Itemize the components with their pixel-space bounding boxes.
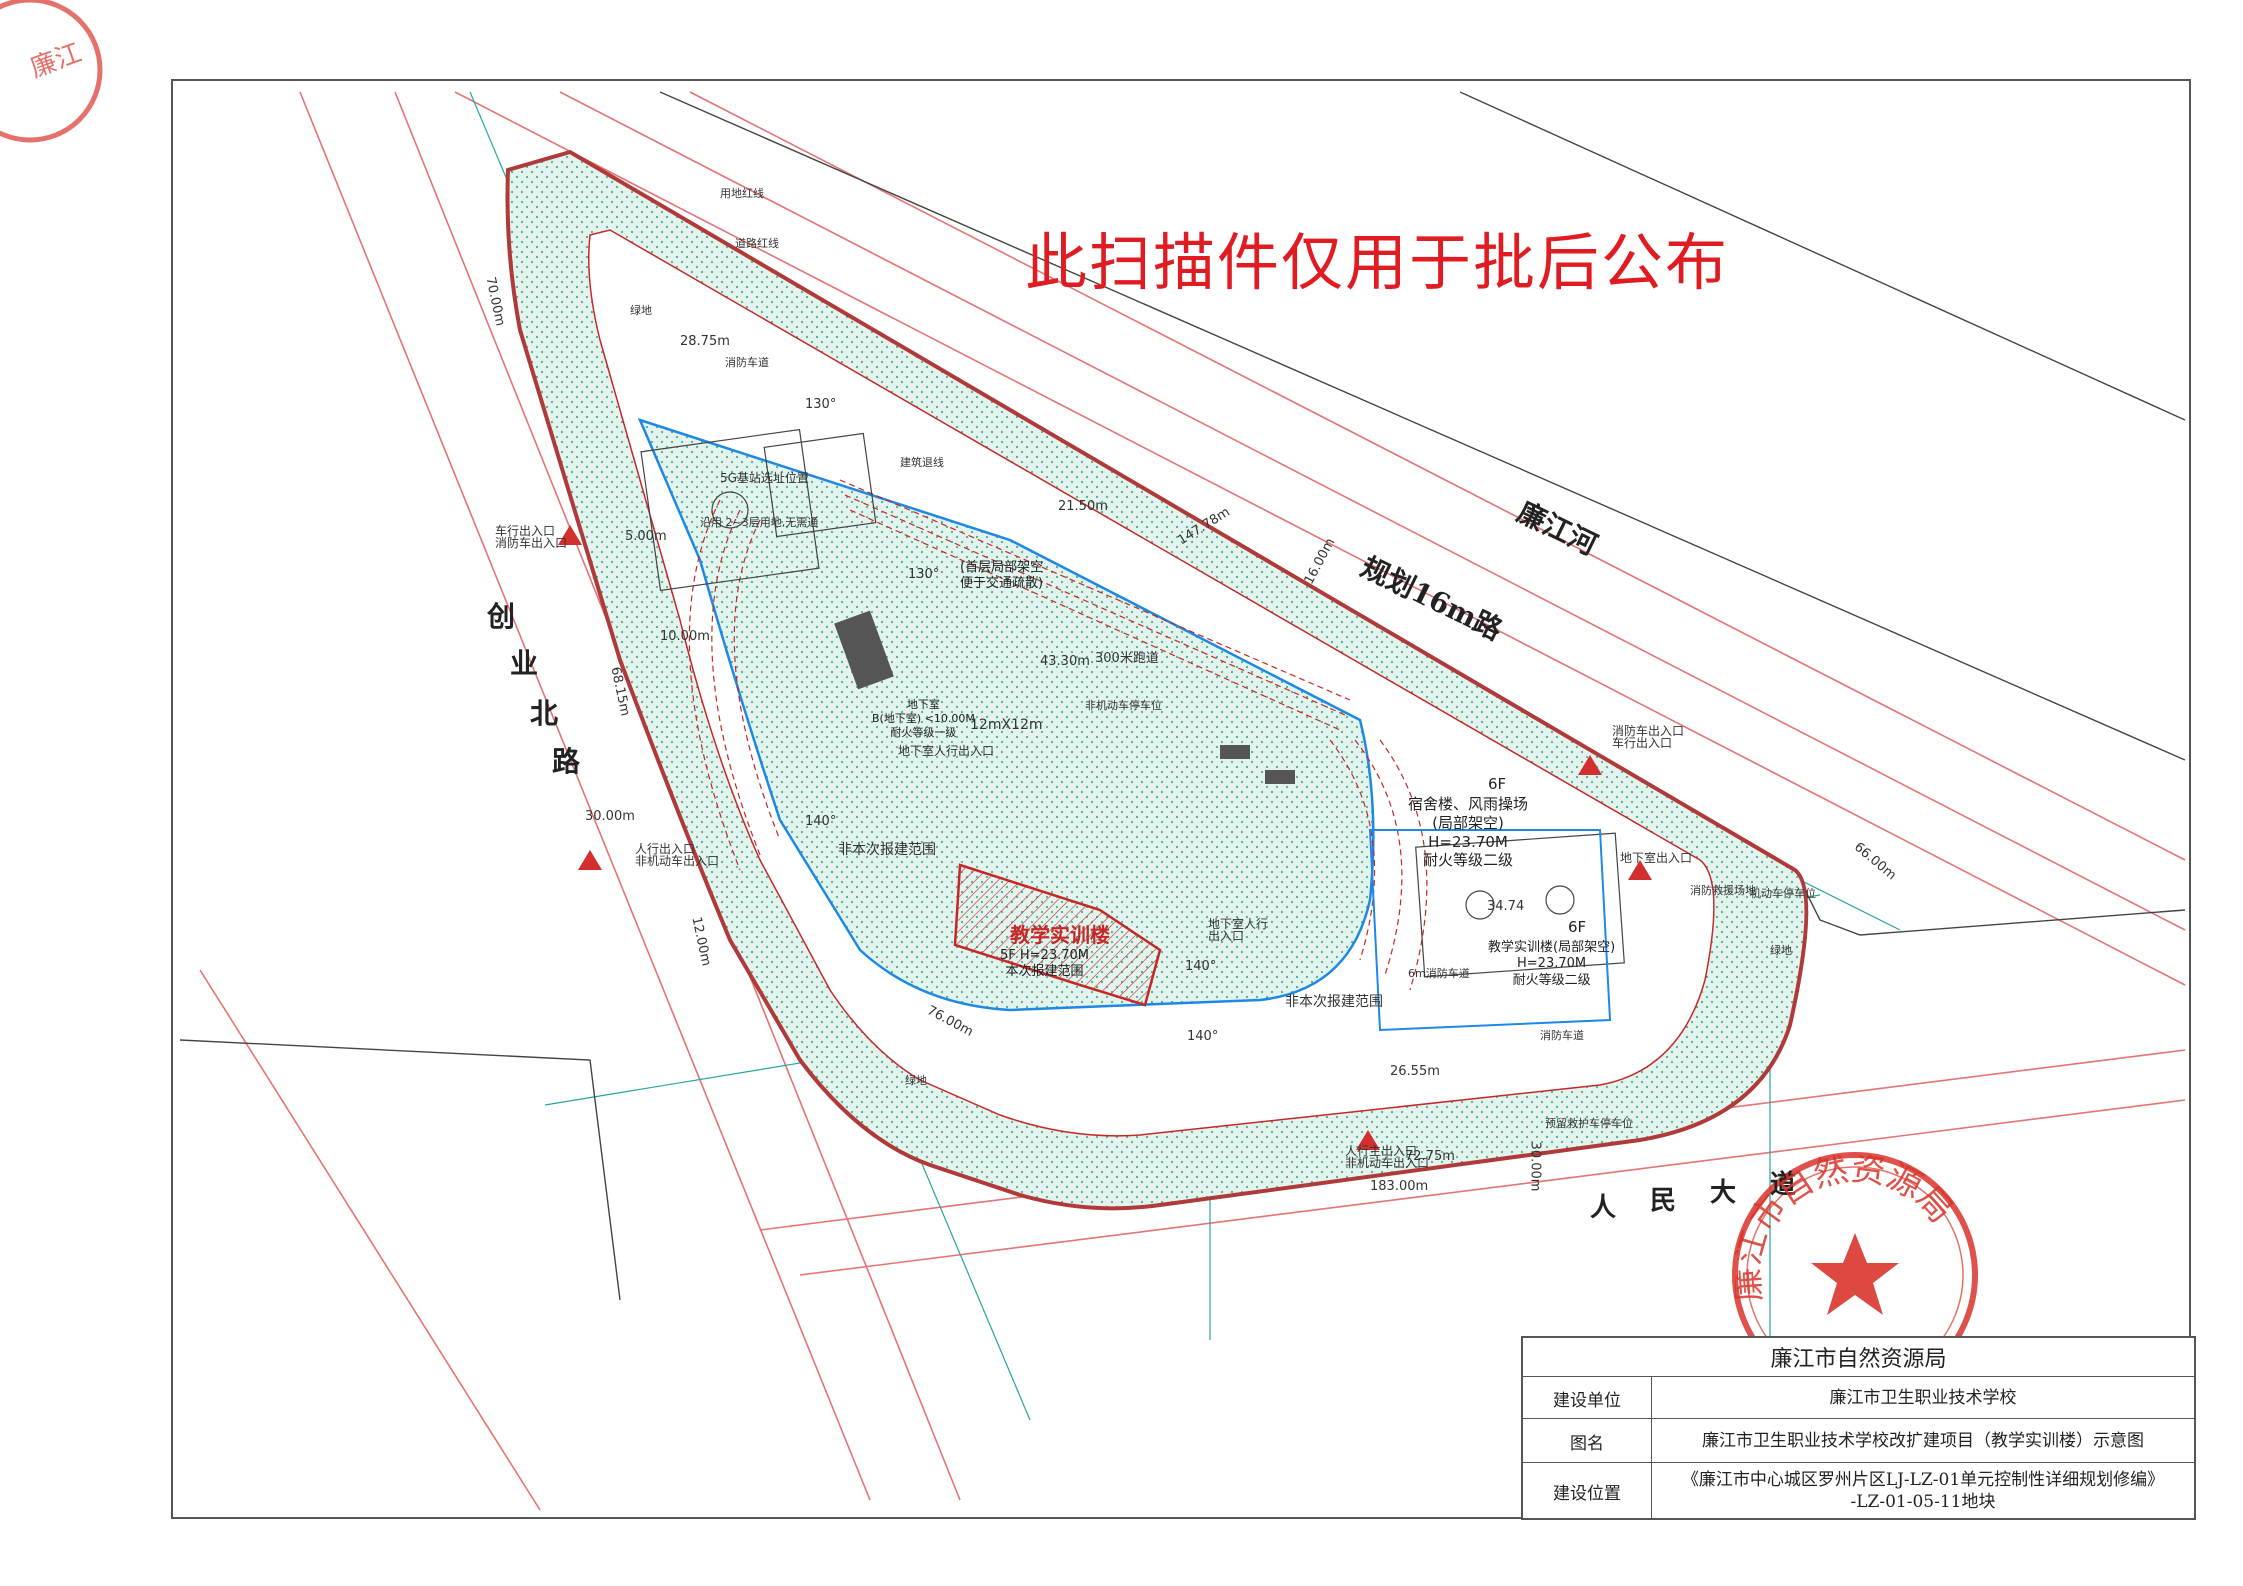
basketball-courts (640, 428, 1625, 978)
annotation-fire-lane-s: 消防车道 (1540, 1029, 1584, 1042)
dim-26: 26.55m (1390, 1064, 1440, 1079)
dim-10: 10.00m (660, 629, 710, 644)
title-row-drawing: 图名 廉江市卫生职业技术学校改扩建项目（教学实训楼）示意图 (1523, 1418, 2194, 1463)
entrance-underground: 地下室人行出入口 (898, 744, 995, 758)
angle-3: 140° (805, 814, 837, 829)
dim-21: 21.50m (1058, 499, 1108, 514)
annotation-green-e: 绿地 (1770, 944, 1792, 957)
annotation-redline: 用地红线 (720, 187, 764, 200)
title-row-drawing-value: 廉江市卫生职业技术学校改扩建项目（教学实训楼）示意图 (1702, 1430, 2144, 1451)
bleachers (834, 610, 1295, 784)
arcade-note: (首层局部架空 便于交通疏散) (960, 560, 1044, 592)
dorm-title: 6F (1488, 775, 1507, 793)
track-label: 300米跑道 (1095, 651, 1159, 666)
annotation-5g: 5G基站选址位置 (720, 471, 809, 485)
stamp-text: 廉江市自然资源局 (1735, 1155, 1961, 1303)
annotation-ambulance: 预留救护车停车位 (1545, 1117, 1633, 1130)
teaching-building-name: 教学实训楼 (1010, 923, 1110, 947)
annotation-setback: 建筑退线 (900, 456, 944, 469)
dim-30w: 30.00m (585, 809, 635, 824)
dim-5: 5.00m (625, 529, 667, 544)
annotation-6m-lane: 6m消防车道 (1408, 967, 1470, 980)
entrance-parking: 地下室人行 出入口 (1208, 917, 1269, 943)
annotation-bike: 非机动车停车位 (1085, 699, 1162, 712)
angle-5: 140° (1187, 1029, 1219, 1044)
east-building (1368, 829, 1612, 1032)
dim-28: 28.75m (680, 334, 730, 349)
title-row-location: 建设位置 《廉江市中心城区罗州片区LJ-LZ-01单元控制性详细规划修编》 -L… (1523, 1462, 2194, 1519)
entrance-underground-east: 地下室出入口 (1620, 851, 1693, 865)
teaching-building (953, 863, 1162, 1007)
road-south-char-1: 人 (1590, 1193, 1617, 1223)
dim-183: 183.00m (1370, 1179, 1429, 1194)
road-lines (199, 91, 2186, 1511)
road-south-char-4: 道 (1770, 1170, 1797, 1200)
angle-4: 140° (1185, 959, 1217, 974)
stamp-lettering: 廉江市自然资源局 (1735, 1155, 1961, 1303)
entrance-east: 消防车出入口 车行出入口 (1612, 724, 1685, 750)
road-west-char-3: 北 (530, 697, 559, 730)
title-block: 廉江市自然资源局 建设单位 廉江市卫生职业技术学校 图名 廉江市卫生职业技术学校… (1521, 1336, 2196, 1520)
river-outline (179, 91, 2186, 1301)
svg-text:廉江市自然资源局: 廉江市自然资源局 (1735, 1155, 1961, 1303)
non-scope-west: 非本次报建范围 (838, 842, 936, 858)
annotation-green-sw: 绿地 (905, 1074, 927, 1087)
entrance-west-1: 车行出入口 消防车出入口 (495, 524, 568, 550)
road-west-char-2: 业 (510, 647, 539, 680)
corner-stamp (0, 0, 103, 143)
east-building-title: 6F (1568, 918, 1587, 936)
road-west-char-1: 创 (487, 600, 516, 633)
non-scope-south: 非本次报建范围 (1285, 994, 1383, 1010)
title-row-builder: 建设单位 廉江市卫生职业技术学校 (1523, 1376, 2194, 1419)
entrance-south: 人行主出入口 非机动车出入口 (1345, 1144, 1430, 1170)
annotation-fire-lane-n: 消防车道 (725, 356, 769, 369)
title-row-location-value: 《廉江市中心城区罗州片区LJ-LZ-01单元控制性详细规划修编》 -LZ-01-… (1681, 1469, 2165, 1512)
annotation-existing: 沿用 2~3层用地,无需通 (700, 516, 819, 529)
dim-34: 34.74 (1487, 899, 1525, 914)
title-row-builder-value: 廉江市卫生职业技术学校 (1829, 1387, 2017, 1408)
running-track (688, 479, 1428, 991)
drawing-frame (171, 79, 2191, 1519)
teaching-building-specs: 5F H=23.70M 本次报建范围 (1000, 948, 1089, 980)
title-row-location-key: 建设位置 (1523, 1463, 1652, 1519)
road-west-char-4: 路 (552, 745, 581, 778)
annotation-rescue: 消防救援场地 (1690, 884, 1756, 897)
east-building-specs: 教学实训楼(局部架空) H=23.70M 耐火等级二级 (1488, 940, 1616, 988)
dim-43: 43.30m (1040, 654, 1090, 669)
underground-specs: 地下室 B(地下室) <10.00M 耐火等级一级 (872, 698, 975, 739)
approval-notice: 此扫描件仅用于批后公布 (1025, 226, 1730, 299)
annotation-parking: 机动车停车位 (1750, 887, 1816, 900)
dim-30s: 30.00m (1527, 1141, 1543, 1192)
title-row-builder-key: 建设单位 (1523, 1377, 1652, 1419)
dorm-specs: 宿舍楼、风雨操场 (局部架空) H=23.70M 耐火等级二级 (1408, 795, 1529, 870)
title-block-header: 廉江市自然资源局 (1770, 1347, 1947, 1372)
road-south-char-3: 大 (1710, 1178, 1737, 1208)
inner-green (637, 417, 1375, 1012)
angle-1: 130° (805, 397, 837, 412)
road-south-char-2: 民 (1650, 1186, 1677, 1216)
dim-72: 72.75m (1405, 1149, 1455, 1164)
dim-12x12: 12mX12m (970, 717, 1043, 733)
annotation-road-redline: 道路红线 (735, 237, 779, 250)
title-row-drawing-key: 图名 (1523, 1419, 1652, 1463)
entrance-west-2: 人行出入口 非机动车出入口 (635, 842, 720, 868)
angle-2: 130° (908, 567, 940, 582)
annotation-green-nw: 绿地 (630, 304, 652, 317)
entrance-markers (558, 525, 1652, 1150)
